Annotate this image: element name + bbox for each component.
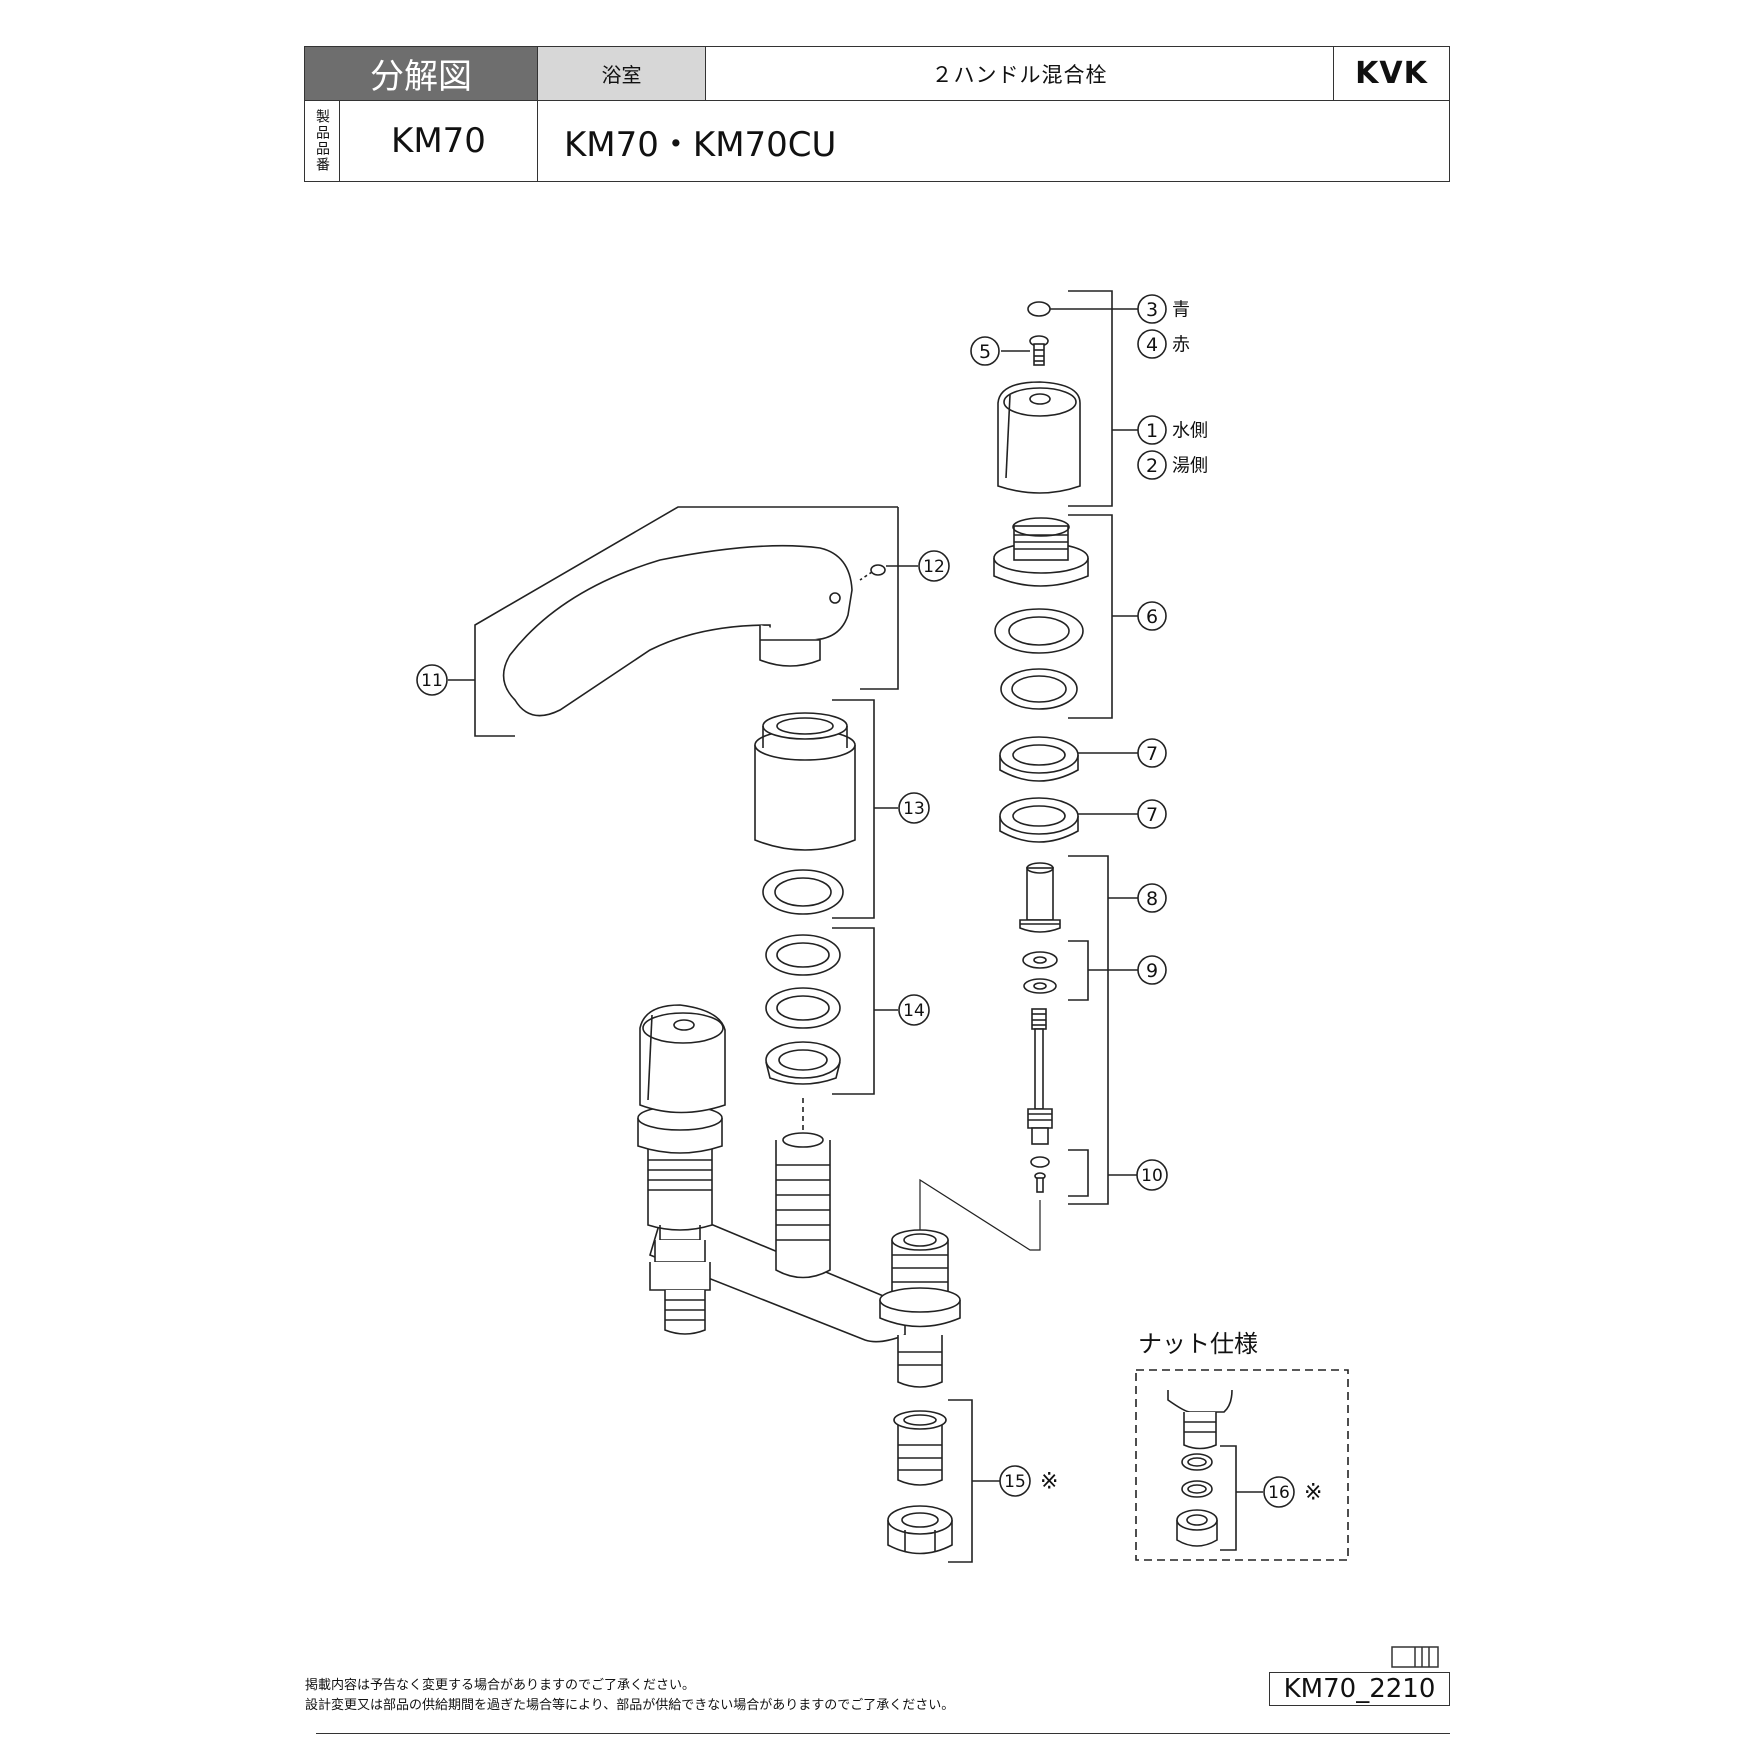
callout-circle-7b xyxy=(1137,799,1167,829)
nut-spec-label: ナット仕様 xyxy=(1138,1330,1258,1358)
callout-num-11: 11 xyxy=(421,671,443,691)
callout-circle-16 xyxy=(1263,1476,1295,1508)
callout-circle-10 xyxy=(1136,1159,1168,1191)
model-number: KM70 xyxy=(339,100,537,181)
header-table: 分解図 浴室 ２ハンドル混合栓 KVK 製品品番 KM70 KM70・KM70C… xyxy=(304,46,1450,182)
bracket-15 xyxy=(948,1399,1000,1563)
callout-circle-2 xyxy=(1137,450,1167,480)
handle-part xyxy=(997,381,1081,494)
bracket-13 xyxy=(832,699,898,919)
bracket-16 xyxy=(1220,1445,1263,1551)
callout-num-12: 12 xyxy=(923,557,945,577)
callout-num-10: 10 xyxy=(1141,1166,1163,1186)
assembly-guide-line xyxy=(919,1178,1041,1251)
callout-circle-13 xyxy=(898,792,930,824)
applicable-models: KM70・KM70CU xyxy=(537,100,1449,181)
callout-circle-11 xyxy=(416,664,448,696)
callout-note-1: 水側 xyxy=(1172,421,1208,442)
washer-9a xyxy=(1022,951,1058,969)
callout-circle-1 xyxy=(1137,415,1167,445)
callout-circle-9 xyxy=(1137,955,1167,985)
callout-num-5: 5 xyxy=(979,341,991,363)
washer-14b xyxy=(765,987,841,1029)
callout-circle-3 xyxy=(1137,294,1167,324)
washer-10 xyxy=(1030,1156,1050,1168)
callout-num-7b: 7 xyxy=(1146,804,1158,826)
callout-circle-8 xyxy=(1137,883,1167,913)
product-number-label: 製品品番 xyxy=(305,100,339,181)
bracket-14 xyxy=(832,927,898,1095)
document-id: KM70_2210 xyxy=(1269,1672,1450,1706)
callout-num-3: 3 xyxy=(1146,299,1158,321)
callout-num-9: 9 xyxy=(1146,960,1158,982)
spout-part xyxy=(502,544,853,717)
washer-9b xyxy=(1023,978,1057,994)
callout-note-3: 青 xyxy=(1172,300,1190,321)
callout-circle-6 xyxy=(1137,601,1167,631)
callout-circle-12 xyxy=(918,550,950,582)
screw-part xyxy=(1029,335,1049,366)
nut-spec-fitting xyxy=(1167,1389,1233,1450)
callout-num-6: 6 xyxy=(1146,606,1158,628)
document-icon xyxy=(1391,1646,1439,1668)
bottom-divider xyxy=(316,1733,1450,1734)
bracket-6 xyxy=(1068,514,1138,719)
washer-13 xyxy=(762,869,844,915)
callout-num-4: 4 xyxy=(1146,334,1158,356)
callout-note-16: ※ xyxy=(1304,1481,1322,1506)
bracket-8 xyxy=(1068,855,1138,1205)
aerator-screw-part xyxy=(859,564,886,581)
washer-14a xyxy=(765,934,841,976)
callout-circle-5 xyxy=(970,336,1000,366)
screw-10 xyxy=(1034,1172,1046,1193)
callout-circle-14 xyxy=(898,994,930,1026)
callout-circle-15 xyxy=(999,1465,1031,1497)
ring-7a xyxy=(999,736,1079,782)
category-label: 浴室 xyxy=(537,47,705,100)
bracket-11 xyxy=(448,506,899,737)
bracket-10 xyxy=(1068,1149,1089,1197)
faucet-body xyxy=(637,1004,961,1388)
nut-16 xyxy=(1176,1509,1218,1547)
bracket-9 xyxy=(1068,940,1108,1001)
callout-num-15: 15 xyxy=(1004,1472,1026,1492)
spindle-part xyxy=(1027,1008,1053,1145)
callout-circle-7a xyxy=(1137,738,1167,768)
callout-num-13: 13 xyxy=(903,799,925,819)
callout-num-2: 2 xyxy=(1146,455,1158,477)
cap-part xyxy=(1027,301,1051,317)
washer-6b xyxy=(1000,668,1078,710)
union-15 xyxy=(893,1410,947,1486)
footnote-2: 設計変更又は部品の供給期間を過ぎた場合等により、部品が供給できない場合があります… xyxy=(305,1698,955,1713)
callout-num-7a: 7 xyxy=(1146,743,1158,765)
callout-circle-4 xyxy=(1137,329,1167,359)
ring-16a xyxy=(1181,1453,1213,1471)
product-name: ２ハンドル混合栓 xyxy=(705,47,1333,100)
callout-num-8: 8 xyxy=(1146,888,1158,910)
packing-nut-part xyxy=(993,517,1089,587)
ring-16b xyxy=(1181,1480,1213,1498)
callout-note-15: ※ xyxy=(1040,1470,1058,1495)
footnote-1: 掲載内容は予告なく変更する場合がありますのでご了承ください。 xyxy=(305,1678,696,1693)
washer-6a xyxy=(994,608,1084,654)
nut-14 xyxy=(765,1041,841,1085)
nut-15 xyxy=(887,1505,953,1555)
page-title: 分解図 xyxy=(305,47,537,100)
brand-logo: KVK xyxy=(1333,47,1449,100)
bracket-handle-group xyxy=(1068,290,1138,507)
spout-adaptor-part xyxy=(754,712,856,851)
nut-spec-box xyxy=(1135,1369,1349,1561)
ring-7b xyxy=(999,797,1079,843)
spindle-sleeve-part xyxy=(1019,862,1061,933)
callout-note-2: 湯側 xyxy=(1172,456,1208,477)
callout-num-14: 14 xyxy=(903,1001,925,1021)
callout-num-16: 16 xyxy=(1268,1483,1290,1503)
callout-note-4: 赤 xyxy=(1172,335,1190,356)
callout-num-1: 1 xyxy=(1146,420,1158,442)
